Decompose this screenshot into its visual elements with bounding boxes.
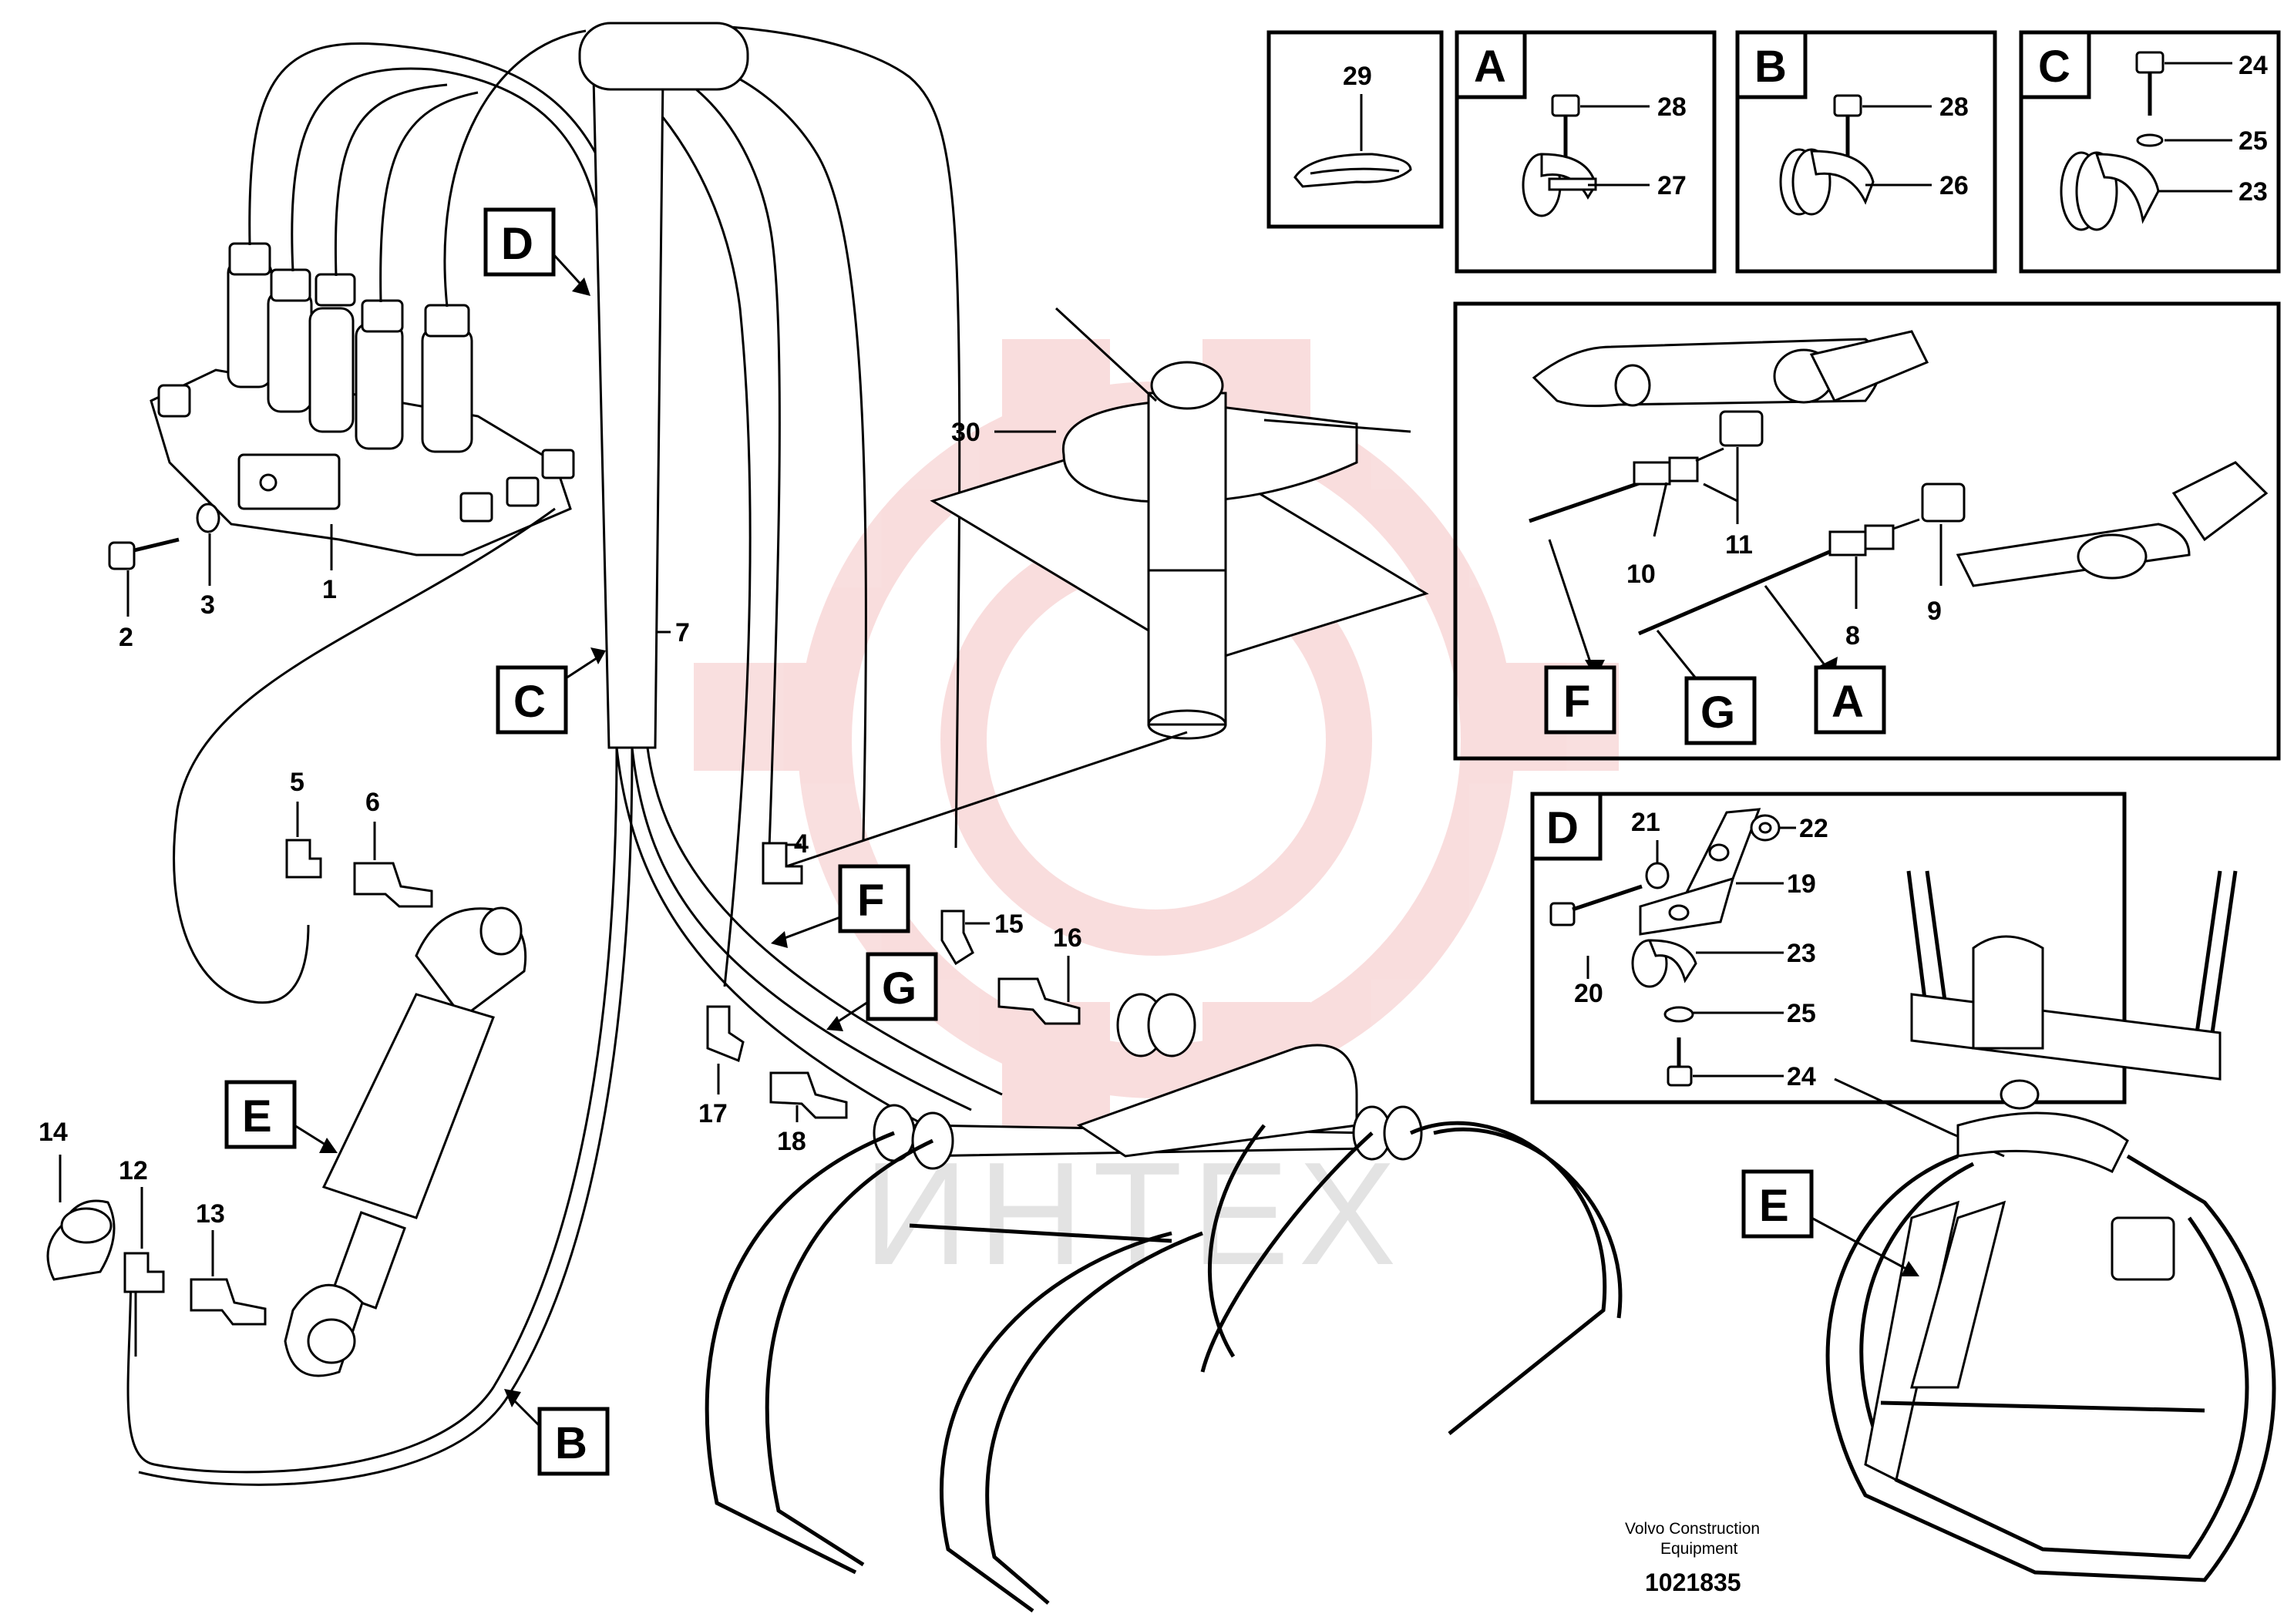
svg-text:6: 6 (365, 788, 380, 817)
svg-text:19: 19 (1787, 869, 1816, 899)
cylinder (284, 906, 527, 1377)
svg-text:5: 5 (290, 768, 304, 797)
bushing-14-end (60, 1207, 113, 1244)
svg-text:2: 2 (119, 623, 133, 652)
brand-line-2: Equipment (1660, 1540, 1738, 1558)
drawing-number: 1021835 (1645, 1569, 1741, 1596)
svg-text:18: 18 (777, 1127, 806, 1156)
svg-text:26: 26 (1939, 171, 1969, 200)
elbow-4 (762, 842, 803, 885)
svg-text:E: E (242, 1091, 272, 1142)
svg-text:G: G (1700, 688, 1735, 738)
svg-text:C: C (2038, 42, 2070, 92)
svg-text:24: 24 (2238, 51, 2268, 80)
valve-block (150, 242, 575, 556)
inset-box-d: D 22 21 20 19 23 25 24 (1530, 792, 2127, 1105)
svg-text:14: 14 (39, 1118, 68, 1147)
svg-text:8: 8 (1845, 621, 1860, 651)
elbow-12 (123, 1252, 165, 1293)
svg-text:12: 12 (119, 1156, 148, 1185)
svg-text:23: 23 (2238, 177, 2268, 207)
svg-text:11: 11 (1725, 530, 1753, 560)
svg-text:29: 29 (1343, 62, 1372, 91)
grapple-small (1825, 870, 2276, 1582)
svg-text:A: A (1474, 42, 1506, 92)
grapple-main (705, 993, 1623, 1613)
hose-bundle (126, 22, 1003, 1486)
callouts: 1 2 3 4 5 6 7 12 13 14 15 16 17 18 30 (39, 418, 1082, 1276)
fitting-6 (353, 862, 433, 908)
svg-text:21: 21 (1631, 808, 1660, 837)
svg-text:9: 9 (1927, 597, 1942, 626)
rotator-pivot (930, 307, 1429, 740)
elbow-5 (285, 839, 322, 879)
inset-box-a: A 28 27 (1455, 30, 1717, 274)
svg-text:28: 28 (1657, 92, 1687, 122)
view-letters: D C E B F G E (224, 207, 1919, 1476)
svg-text:A: A (1832, 677, 1864, 727)
svg-text:B: B (1754, 42, 1787, 92)
svg-text:C: C (513, 677, 546, 727)
svg-text:24: 24 (1787, 1062, 1816, 1091)
svg-text:13: 13 (196, 1199, 225, 1229)
brand-line-1: Volvo Construction (1625, 1520, 1760, 1538)
svg-text:30: 30 (951, 418, 980, 447)
svg-text:G: G (882, 963, 917, 1014)
svg-text:7: 7 (675, 618, 690, 647)
svg-text:D: D (1546, 803, 1579, 853)
svg-text:25: 25 (2238, 126, 2268, 156)
svg-text:B: B (555, 1418, 587, 1468)
svg-text:F: F (1563, 677, 1590, 727)
svg-text:10: 10 (1626, 560, 1656, 589)
svg-text:27: 27 (1657, 171, 1687, 200)
inset-box-hoses: 10 11 8 9 F G A (1453, 301, 2281, 761)
footer: Volvo Construction Equipment 1021835 (1625, 1520, 1760, 1596)
svg-text:16: 16 (1053, 923, 1082, 953)
inset-box-b: B 28 26 (1735, 30, 1997, 274)
svg-text:28: 28 (1939, 92, 1969, 122)
svg-text:E: E (1759, 1181, 1789, 1231)
svg-text:15: 15 (994, 910, 1024, 939)
svg-text:25: 25 (1787, 999, 1816, 1028)
svg-text:D: D (501, 219, 533, 269)
svg-text:23: 23 (1787, 939, 1816, 968)
inset-box-c: C 24 25 23 (2019, 30, 2281, 274)
svg-text:3: 3 (200, 590, 215, 620)
fitting-16 (997, 977, 1081, 1025)
elbow-15 (940, 910, 974, 966)
svg-text:F: F (857, 876, 884, 926)
svg-text:1: 1 (322, 575, 337, 604)
svg-text:20: 20 (1574, 979, 1603, 1008)
washer-3 (196, 503, 220, 533)
svg-text:22: 22 (1799, 814, 1828, 843)
svg-text:4: 4 (794, 829, 809, 859)
inset-box-29: 29 (1266, 30, 1444, 229)
elbow-17 (706, 1005, 745, 1063)
svg-text:17: 17 (698, 1099, 728, 1128)
fitting-18 (769, 1071, 848, 1119)
fitting-13 (190, 1278, 267, 1326)
bolt-2 (108, 537, 180, 570)
